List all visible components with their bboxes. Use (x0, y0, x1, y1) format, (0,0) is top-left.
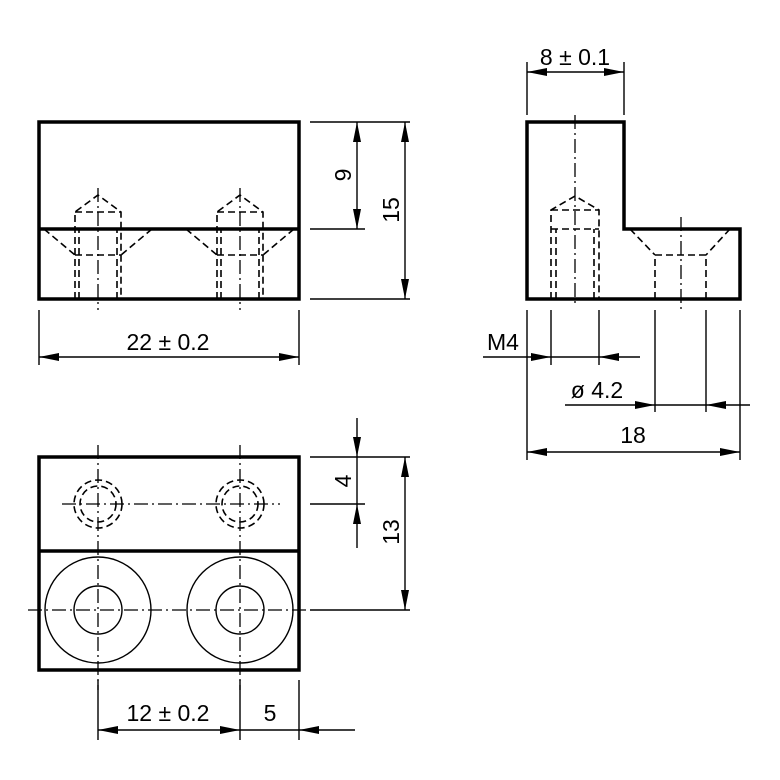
dim-9: 9 (330, 169, 356, 182)
dim-bore: ø 4.2 (571, 377, 623, 403)
front-view: 9 15 22 ± 0.2 (37, 120, 410, 365)
hidden-hole-right (185, 188, 295, 310)
hidden-hole-left (43, 188, 153, 310)
side-view: 8 ± 0.1 M4 ø 4.2 18 (483, 44, 750, 460)
dim-4: 4 (330, 474, 356, 487)
dim-8: 8 ± 0.1 (540, 44, 610, 70)
dim-12: 12 ± 0.2 (127, 700, 210, 726)
dim-15: 15 (378, 197, 404, 223)
dim-5: 5 (264, 700, 277, 726)
dim-m4: M4 (487, 329, 519, 355)
dim-22: 22 ± 0.2 (127, 329, 210, 355)
top-view: 4 13 12 ± 0.2 5 (28, 418, 410, 740)
dim-18: 18 (620, 422, 646, 448)
dim-13: 13 (378, 519, 404, 545)
